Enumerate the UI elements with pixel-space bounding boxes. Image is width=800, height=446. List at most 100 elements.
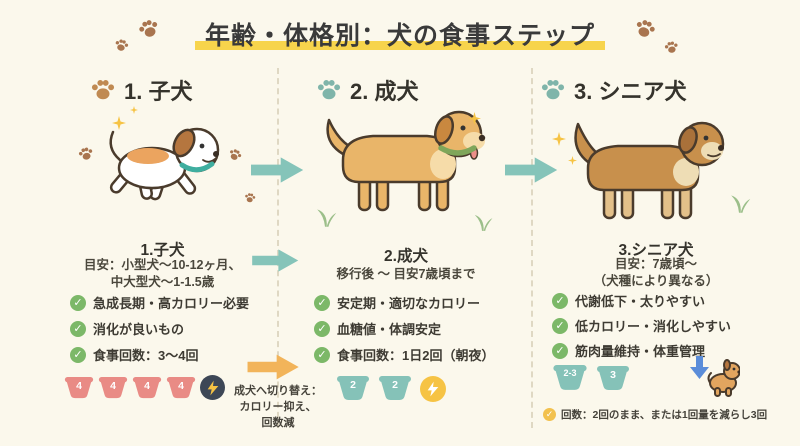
transition-note-line: カロリー抑え、 [239, 400, 317, 413]
adult-dog-illustration [315, 100, 493, 232]
senior-header-label: 3. シニア犬 [574, 79, 687, 104]
guide-line: 中大型犬〜1-1.5歳 [110, 274, 215, 289]
leaf-icon [726, 190, 752, 213]
check-label: 低カロリー・消化しやすい [575, 319, 731, 334]
paw-icon [135, 15, 163, 43]
puppy-bowl-row: 4 4 4 4 [64, 375, 225, 400]
check-label: 食事回数：1日2回（朝夜） [337, 348, 495, 363]
header: 年齢・体格別：犬の食事ステップ [0, 14, 800, 54]
guide-line: 移行後 〜 目安7歳頃まで [336, 267, 476, 281]
check-icon: ✓ [552, 292, 568, 309]
leaf-icon [470, 210, 494, 231]
puppy-header: 1. 子犬 [90, 74, 192, 106]
adult-bowl-row: 2 2 [336, 375, 446, 402]
check-icon: ✓ [314, 320, 330, 337]
bowl-count: 2 [392, 379, 398, 391]
paw-icon [663, 39, 680, 56]
check-label: 筋肉量維持・体重管理 [575, 344, 706, 359]
guide-line: （犬種により異なる） [593, 273, 719, 288]
food-bowl-icon: 2 [336, 375, 370, 402]
puppy-guide: 目安：小型犬〜10-12ヶ月、 中大型犬〜1-1.5歳 [55, 257, 270, 291]
senior-dog-illustration [562, 112, 734, 238]
transition-note-line: 回数減 [261, 416, 295, 429]
paw-icon [90, 77, 116, 103]
check-icon: ✓ [552, 342, 568, 359]
paw-icon [243, 191, 257, 205]
check-label: 急成長期・高カロリー必要 [93, 296, 250, 311]
column-divider [531, 68, 533, 428]
senior-footnote-label: 回数：2回のまま、または1回量を減らし3回 [561, 409, 768, 421]
adult-check-1: ✓ 安定期・適切なカロリー [314, 293, 480, 312]
page-title: 年齢・体格別：犬の食事ステップ [194, 14, 605, 54]
paw-icon [76, 144, 96, 164]
transition-arrow-icon [246, 352, 302, 382]
puppy-check-2: ✓ 消化が良いもの [70, 319, 184, 338]
food-bowl-icon: 4 [64, 376, 94, 400]
food-bowl-icon: 4 [132, 376, 162, 400]
puppy-check-3: ✓ 食事回数：3〜4回 [70, 345, 198, 364]
check-icon: ✓ [314, 346, 330, 363]
adult-stage-label: 2.成犬 [384, 248, 428, 265]
paw-icon [112, 36, 130, 54]
guide-line: 目安：7歳頃〜 [615, 257, 697, 271]
check-icon: ✓ [552, 317, 568, 334]
arrow-right-icon [505, 154, 559, 186]
paw-icon [226, 146, 245, 165]
sparkle-icon [552, 132, 566, 146]
leaf-icon [312, 204, 338, 227]
sparkle-icon [112, 116, 126, 130]
bowl-count: 4 [144, 380, 150, 392]
arrow-right-icon [251, 154, 305, 186]
senior-header: 3. シニア犬 [540, 74, 686, 106]
arrow-right-icon [251, 247, 301, 274]
food-bowl-icon: 4 [98, 376, 128, 400]
adult-check-2: ✓ 血糖値・体調安定 [314, 319, 441, 338]
transition-note-line: 成犬へ切り替え： [234, 385, 322, 397]
bowl-count: 4 [110, 380, 116, 392]
senior-check-2: ✓ 低カロリー・消化しやすい [552, 316, 731, 335]
bowl-count: 2-3 [563, 368, 577, 378]
food-bowl-icon: 4 [166, 376, 196, 400]
transition-note: 成犬へ切り替え： カロリー抑え、 回数減 [224, 384, 332, 432]
check-label: 食事回数：3〜4回 [93, 348, 199, 363]
food-bowl-icon: 2-3 [552, 364, 588, 392]
puppy-stage-label: 1.子犬 [140, 242, 185, 259]
check-icon: ✓ [70, 294, 86, 311]
senior-bowl-row: 2-3 3 [552, 364, 630, 392]
food-bowl-icon: 3 [596, 365, 630, 392]
puppy-illustration [96, 116, 238, 218]
check-label: 代謝低下・太りやすい [575, 294, 706, 309]
adult-guide: 移行後 〜 目安7歳頃まで [300, 266, 512, 283]
column-divider [277, 68, 279, 428]
food-bowl-icon: 2 [378, 375, 412, 402]
sparkle-icon [468, 112, 481, 125]
senior-stage-label: 3.シニア犬 [618, 242, 694, 259]
senior-guide: 目安：7歳頃〜 （犬種により異なる） [545, 256, 767, 290]
bowl-count: 2 [350, 379, 356, 391]
senior-check-3: ✓ 筋肉量維持・体重管理 [552, 341, 705, 360]
check-icon: ✓ [314, 294, 330, 311]
check-label: 血糖値・体調安定 [337, 322, 442, 337]
sparkle-icon [568, 156, 577, 165]
senior-footnote: ✓ 回数：2回のまま、または1回量を減らし3回 [543, 407, 793, 422]
energy-lightning-icon [200, 375, 225, 400]
energy-lightning-icon [420, 376, 446, 402]
check-label: 安定期・適切なカロリー [337, 296, 481, 311]
check-icon: ✓ [70, 320, 86, 337]
paw-icon [540, 77, 566, 103]
check-label: 消化が良いもの [93, 322, 185, 337]
adult-header: 2. 成犬 [316, 74, 418, 106]
bowl-count: 4 [76, 380, 82, 392]
puppy-header-label: 1. 子犬 [124, 79, 193, 104]
senior-check-1: ✓ 代謝低下・太りやすい [552, 291, 705, 310]
weight-down-dog-icon [688, 352, 740, 398]
adult-check-3: ✓ 食事回数：1日2回（朝夜） [314, 345, 494, 364]
sparkle-icon [130, 106, 138, 114]
bowl-count: 3 [610, 369, 616, 381]
paw-icon [631, 15, 659, 43]
paw-icon [316, 77, 342, 103]
bowl-count: 4 [178, 380, 184, 392]
puppy-check-1: ✓ 急成長期・高カロリー必要 [70, 293, 249, 312]
check-icon: ✓ [70, 346, 86, 363]
